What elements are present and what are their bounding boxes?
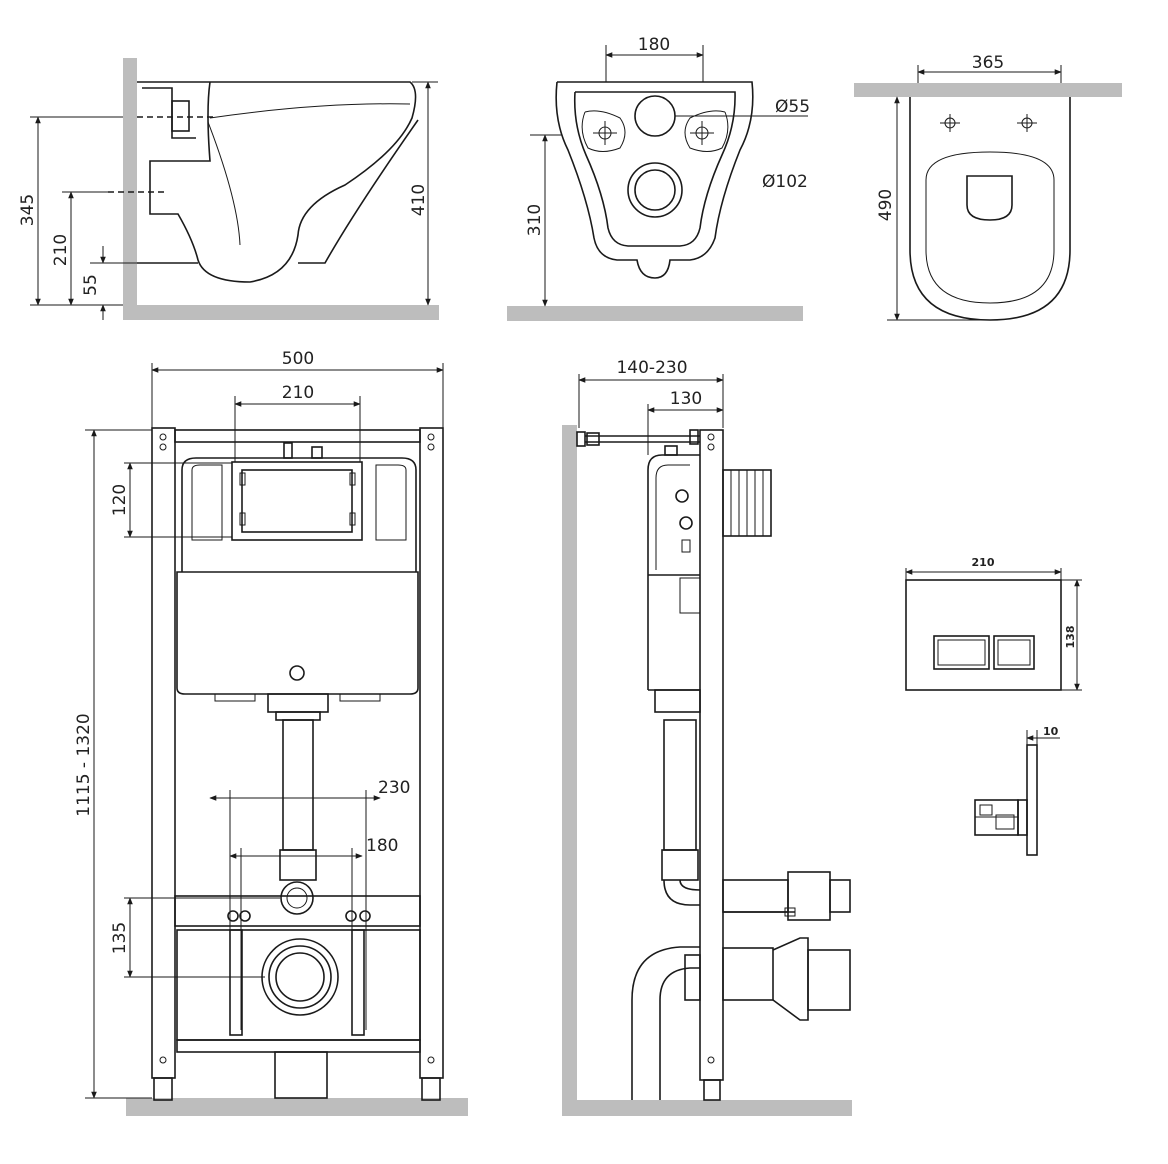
dim-500: 500 [282,349,314,369]
flush-plate-front: 210 138 [905,556,1082,691]
dim-410: 410 [409,184,429,216]
dim-310: 310 [525,204,545,236]
dim-130: 130 [670,389,702,409]
dim-210: 210 [51,234,71,266]
dim-490: 490 [876,189,896,221]
toilet-rear-view: 180 Ø55 Ø102 310 [507,35,810,321]
frame-front-view: 500 210 120 1115 - 1320 230 180 135 [74,349,468,1116]
dim-345: 345 [18,194,38,226]
dim-180-top: 180 [638,35,670,55]
frame-side-view: 140-230 130 [562,358,852,1116]
dim-210-plate: 210 [972,556,995,569]
dim-140-230: 140-230 [616,358,687,378]
dim-1115-1320: 1115 - 1320 [74,713,94,816]
dim-d102: Ø102 [762,172,808,192]
flush-plate-profile: 10 [974,725,1060,856]
toilet-top-view: 365 490 [854,53,1122,321]
dim-55: 55 [81,274,101,296]
dim-180-frame: 180 [366,836,398,856]
dim-10: 10 [1043,725,1059,738]
dim-210-frame: 210 [282,383,314,403]
dim-135: 135 [110,922,130,954]
toilet-side-view: 345 210 55 410 [18,58,439,320]
dim-120: 120 [110,484,130,516]
dim-d55: Ø55 [775,97,810,117]
dim-138: 138 [1064,626,1077,649]
dim-230: 230 [378,778,410,798]
dim-365: 365 [972,53,1004,73]
